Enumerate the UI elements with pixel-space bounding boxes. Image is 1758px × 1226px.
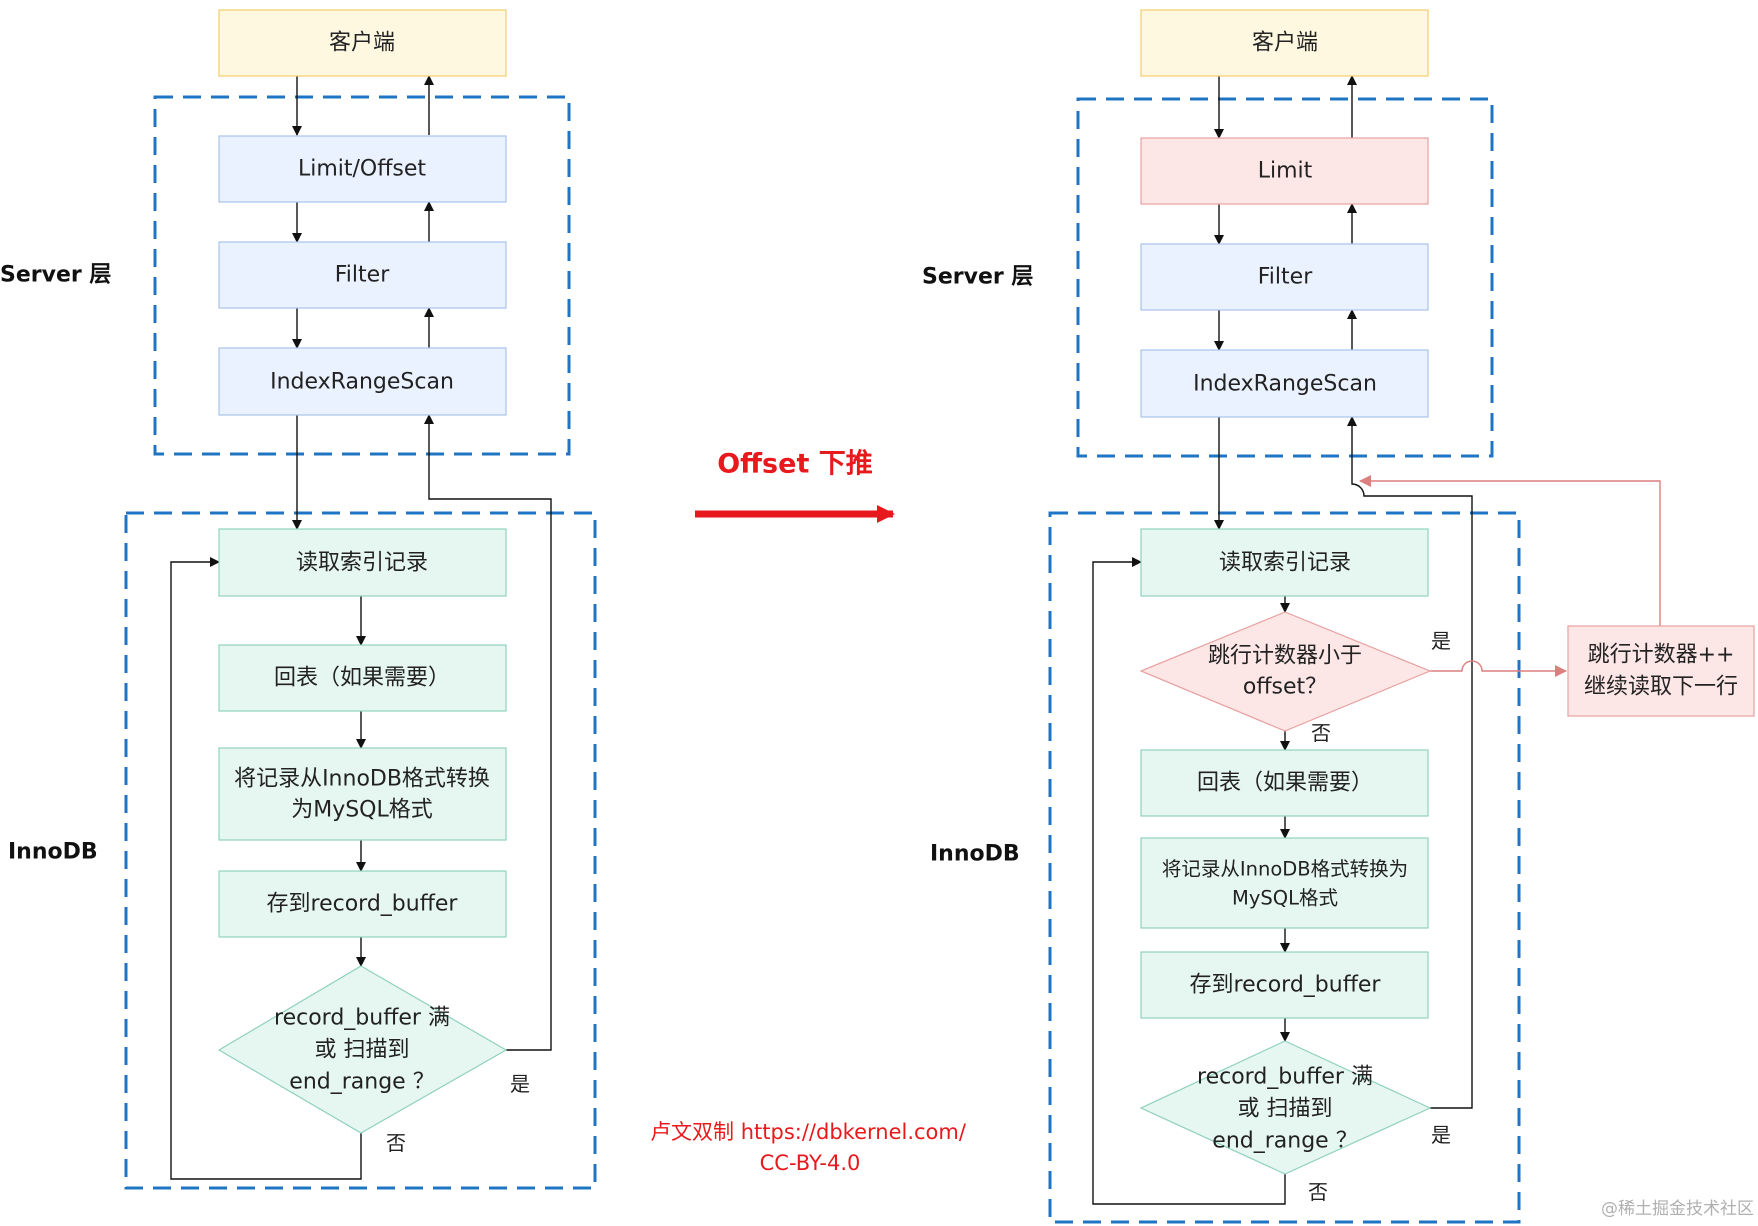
left-convert-box xyxy=(218,747,507,841)
left-scan-text: IndexRangeScan xyxy=(270,370,454,395)
middle-section: Offset 下推 卢文双制 https://dbkernel.com/ CC-… xyxy=(650,449,967,1176)
left-read-box xyxy=(218,528,507,597)
right-convert-text-2: MySQL格式 xyxy=(1232,887,1338,910)
right-counter-text-1: 跳行计数器++ xyxy=(1588,643,1735,668)
credit-line-2: CC-BY-4.0 xyxy=(760,1151,861,1175)
left-filter-box xyxy=(218,241,507,309)
left-decision-diamond xyxy=(217,965,508,1134)
left-convert-text-1: 将记录从InnoDB格式转换 xyxy=(234,767,490,792)
left-diagram: Server 层 InnoDB 客户端 Limit/Offset Filter xyxy=(0,9,597,1190)
right-limit-box xyxy=(1140,137,1429,205)
left-server-group xyxy=(153,95,571,456)
left-decision-text-2: 或 扫描到 xyxy=(315,1038,410,1063)
right-yes-label: 是 xyxy=(1431,1123,1451,1147)
right-convert-box xyxy=(1140,837,1429,929)
left-innodb-label: InnoDB xyxy=(8,840,98,865)
right-skip-decision-diamond xyxy=(1139,611,1432,732)
left-convert-text-2: 为MySQL格式 xyxy=(291,798,433,823)
watermark: @稀土掘金技术社区 xyxy=(1601,1199,1754,1219)
right-decision-diamond xyxy=(1139,1040,1432,1175)
right-flow-lines xyxy=(1092,75,1473,1205)
right-no-label: 否 xyxy=(1308,1180,1328,1204)
offset-pushdown-title: Offset 下推 xyxy=(717,449,873,480)
right-scan-text: IndexRangeScan xyxy=(1193,372,1377,397)
left-lookup-box xyxy=(218,644,507,712)
right-read-box xyxy=(1140,528,1429,597)
right-store-text: 存到record_buffer xyxy=(1190,973,1382,998)
left-limit-offset-text: Limit/Offset xyxy=(298,157,426,182)
right-lookup-box xyxy=(1140,749,1429,817)
left-read-text: 读取索引记录 xyxy=(296,551,428,576)
credit-line-1: 卢文双制 https://dbkernel.com/ xyxy=(650,1120,967,1144)
right-skip-decision-text-2: offset？ xyxy=(1243,675,1327,700)
right-filter-text: Filter xyxy=(1258,265,1313,290)
right-server-group xyxy=(1076,97,1494,458)
right-scan-box xyxy=(1140,349,1429,418)
right-client-box xyxy=(1140,9,1429,77)
left-lookup-text: 回表（如果需要） xyxy=(274,666,450,691)
right-skip-yes-label: 是 xyxy=(1431,629,1451,653)
left-store-box xyxy=(218,870,507,938)
right-counter-box xyxy=(1567,625,1755,717)
right-convert-text-1: 将记录从InnoDB格式转换为 xyxy=(1162,858,1408,881)
right-skip-lines xyxy=(1359,475,1661,677)
left-server-label: Server 层 xyxy=(0,263,111,288)
left-client-box xyxy=(218,9,507,77)
left-decision-text-1: record_buffer 满 xyxy=(274,1006,450,1031)
left-limit-offset-box xyxy=(218,135,507,203)
left-decision-text-3: end_range ？ xyxy=(289,1070,434,1095)
right-decision-text-1: record_buffer 满 xyxy=(1197,1065,1373,1090)
left-scan-box xyxy=(218,347,507,416)
right-filter-box xyxy=(1140,243,1429,311)
left-innodb-group xyxy=(124,511,597,1190)
right-skip-decision-text-1: 跳行计数器小于 xyxy=(1208,644,1362,669)
right-store-box xyxy=(1140,951,1429,1019)
left-yes-label: 是 xyxy=(510,1072,530,1096)
right-skip-no-label: 否 xyxy=(1311,721,1331,745)
right-client-text: 客户端 xyxy=(1252,31,1318,56)
right-read-text: 读取索引记录 xyxy=(1219,551,1351,576)
right-limit-text: Limit xyxy=(1258,159,1313,184)
right-diagram: Server 层 InnoDB 客户端 Lim xyxy=(922,9,1755,1224)
left-client-text: 客户端 xyxy=(329,31,395,56)
left-filter-text: Filter xyxy=(335,263,390,288)
right-lookup-text: 回表（如果需要） xyxy=(1197,771,1373,796)
right-decision-text-3: end_range ？ xyxy=(1212,1129,1357,1154)
right-innodb-group xyxy=(1048,511,1521,1224)
right-innodb-label: InnoDB xyxy=(930,842,1020,867)
left-no-label: 否 xyxy=(386,1131,406,1155)
right-decision-text-2: 或 扫描到 xyxy=(1238,1097,1333,1122)
right-server-label: Server 层 xyxy=(922,265,1033,290)
left-flow-lines xyxy=(170,75,552,1180)
right-counter-text-2: 继续读取下一行 xyxy=(1584,675,1738,700)
left-store-text: 存到record_buffer xyxy=(267,892,459,917)
